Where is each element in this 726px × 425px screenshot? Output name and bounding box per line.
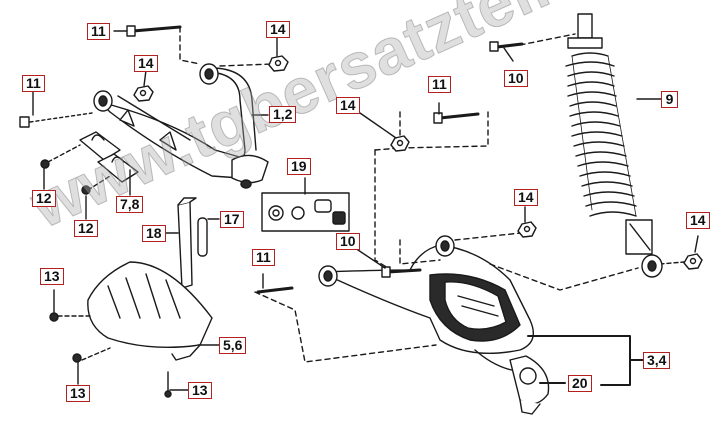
callout-10-bottom: 10 [336, 233, 360, 250]
skid-plate-5-6 [87, 261, 213, 361]
callout-14-right: 14 [686, 212, 710, 229]
upper-a-arm [93, 63, 269, 189]
callout-14-top: 14 [266, 21, 290, 38]
callout-13-bottom-left: 13 [66, 385, 90, 402]
ball-joint-20 [509, 355, 550, 415]
guard-18 [177, 197, 197, 289]
callout-12-b: 12 [74, 220, 98, 237]
bolt-11-right [433, 112, 480, 124]
callout-10-top: 10 [504, 70, 528, 87]
callout-20: 20 [568, 375, 592, 392]
callout-5-6: 5,6 [219, 337, 247, 354]
bolt-10-top [489, 41, 524, 52]
callout-11-right: 11 [428, 76, 451, 93]
nut-14-d [517, 221, 537, 238]
callout-14-lower: 14 [514, 189, 538, 206]
callout-7-8: 7,8 [116, 196, 144, 213]
callout-3-4: 3,4 [643, 352, 671, 369]
callout-12-a: 12 [32, 190, 56, 207]
lower-a-arm [318, 235, 534, 373]
pin-17 [197, 217, 208, 257]
callout-14-mid: 14 [336, 97, 360, 114]
callout-13-bottom: 13 [188, 382, 212, 399]
callout-11-top: 11 [87, 23, 110, 40]
callout-17: 17 [220, 211, 244, 228]
nut-14-a [268, 55, 289, 72]
nut-14-c [390, 135, 410, 152]
bracket-7-8 [79, 131, 139, 183]
callout-11-lower: 11 [252, 249, 275, 266]
nut-14-e [683, 253, 703, 270]
nut-14-b [133, 85, 154, 102]
callout-13-left: 13 [40, 268, 64, 285]
bolt-10-bottom [381, 266, 422, 278]
callout-11-left: 11 [22, 75, 45, 92]
bolt-11-left [19, 112, 93, 128]
shock-absorber-9 [565, 13, 663, 278]
callout-19: 19 [287, 158, 311, 175]
callout-1-2: 1,2 [269, 106, 297, 123]
bolt-11-top [126, 25, 182, 37]
bushing-kit-19 [261, 192, 350, 232]
callout-18: 18 [142, 225, 166, 242]
callout-9: 9 [661, 91, 678, 108]
callout-14-upper-arm: 14 [134, 55, 158, 72]
